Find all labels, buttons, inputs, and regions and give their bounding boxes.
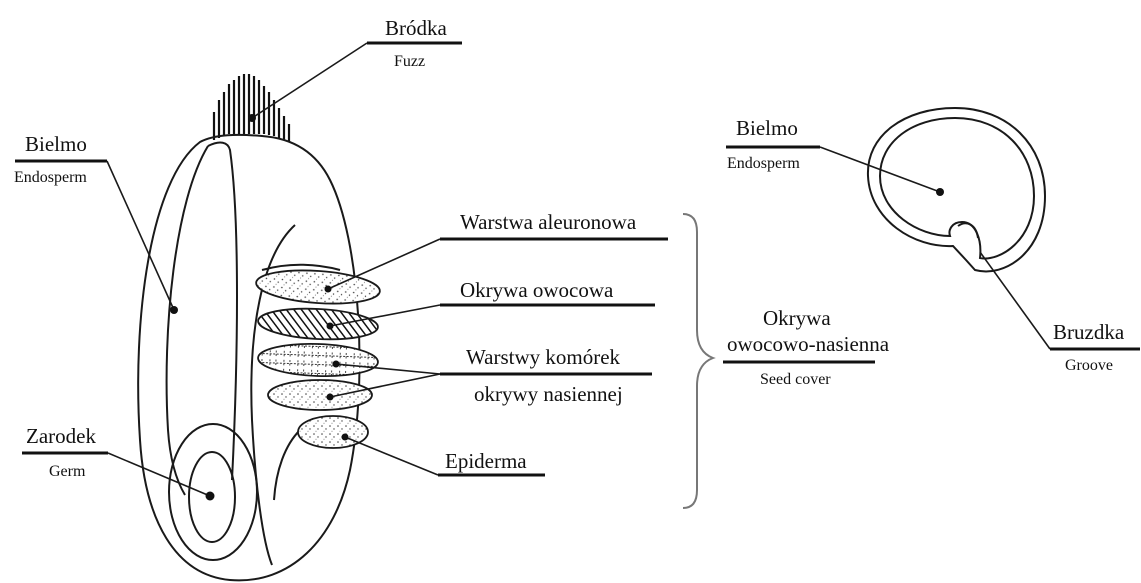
- seed-cover-label-en: Seed cover: [760, 372, 831, 388]
- fuzz-label-en: Fuzz: [394, 54, 425, 70]
- epidermis-layer-shape: [298, 416, 368, 448]
- seed-coat-cells-label-1: Warstwy komórek: [466, 347, 620, 368]
- groove-label-en: Groove: [1065, 358, 1113, 374]
- endosperm-right-label-en: Endosperm: [727, 156, 800, 172]
- layers-brace: [683, 214, 713, 508]
- pericarp-layer-shape: [257, 306, 378, 342]
- fuzz-hairs: [214, 74, 289, 142]
- endosperm-right-label-pl: Bielmo: [736, 118, 798, 139]
- seed-cover-label-2: owocowo-nasienna: [727, 334, 889, 355]
- aleurone-layer-shape: [255, 267, 381, 308]
- endosperm-outline: [167, 146, 208, 495]
- pericarp-label: Okrywa owocowa: [460, 280, 613, 301]
- endosperm-left-label-en: Endosperm: [14, 170, 87, 186]
- epidermis-label: Epiderma: [445, 451, 527, 472]
- germ-label-en: Germ: [49, 464, 85, 480]
- germ-label-pl: Zarodek: [26, 426, 96, 447]
- cross-section-outer: [868, 108, 1045, 271]
- cross-section-inner: [880, 118, 1034, 258]
- endosperm-left-label-pl: Bielmo: [25, 134, 87, 155]
- kernel-longitudinal: [138, 74, 381, 580]
- nucellar-layer-shape: [268, 380, 372, 410]
- aleurone-label: Warstwa aleuronowa: [460, 212, 636, 233]
- kernel-cross-section: [868, 108, 1045, 271]
- seed-cover-label-1: Okrywa: [763, 308, 831, 329]
- seed-coat-cells-label-2: okrywy nasiennej: [474, 384, 623, 405]
- groove-label-pl: Bruzdka: [1053, 322, 1124, 343]
- fuzz-label-pl: Bródka: [385, 18, 447, 39]
